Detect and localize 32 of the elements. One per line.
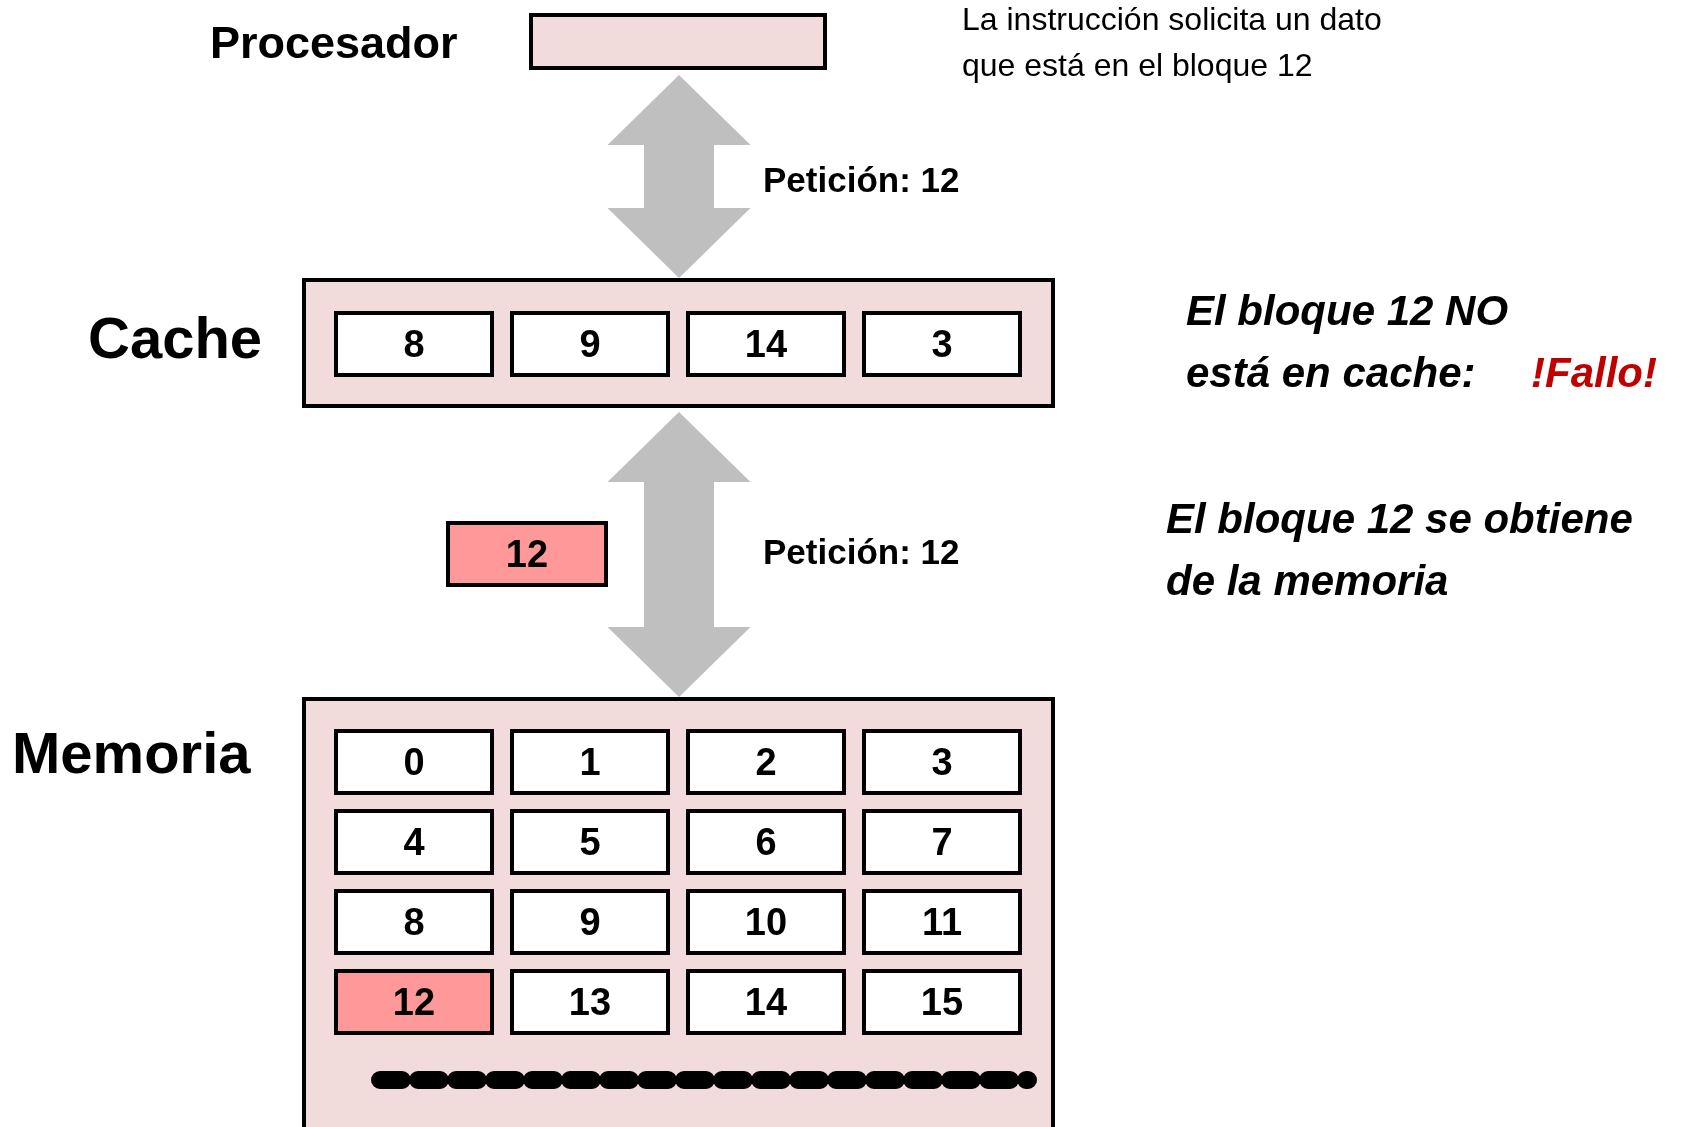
- block-cell: 5: [510, 809, 670, 875]
- block-cell: 11: [862, 889, 1022, 955]
- block-cell: 8: [334, 889, 494, 955]
- note-text: El bloque 12 NO está en cache:: [1186, 286, 1510, 398]
- data-block: 12: [446, 521, 608, 587]
- box-heading: Cache: [88, 304, 263, 371]
- block-cell: 13: [510, 969, 670, 1035]
- edge-label: Petición: 12: [763, 160, 960, 200]
- block-cell: 15: [862, 969, 1022, 1035]
- block-cell: 14: [686, 311, 846, 377]
- block-cell: 2: [686, 729, 846, 795]
- edge-label: Petición: 12: [763, 532, 960, 572]
- block-cell: 3: [862, 311, 1022, 377]
- note-text: La instrucción solicita un dato que está en el bloque 12: [962, 0, 1383, 85]
- block-cell: 6: [686, 809, 846, 875]
- box-heading: Memoria: [12, 719, 251, 786]
- double-arrow: [607, 75, 751, 278]
- note-text: El bloque 12 se obtiene de la memoria: [1166, 494, 1634, 606]
- block-cell: 9: [510, 889, 670, 955]
- block-cell: 4: [334, 809, 494, 875]
- block-cell: 14: [686, 969, 846, 1035]
- double-arrow: [607, 412, 751, 697]
- block-cell: 10: [686, 889, 846, 955]
- block-cell: 0: [334, 729, 494, 795]
- block-cell: 7: [862, 809, 1022, 875]
- box-heading: Procesador: [210, 17, 458, 69]
- miss-label: !Fallo!: [1531, 349, 1657, 396]
- block-cell: 12: [334, 969, 494, 1035]
- block-cell: 3: [862, 729, 1022, 795]
- block-cell: 8: [334, 311, 494, 377]
- block-cell: 9: [510, 311, 670, 377]
- block-cell: 1: [510, 729, 670, 795]
